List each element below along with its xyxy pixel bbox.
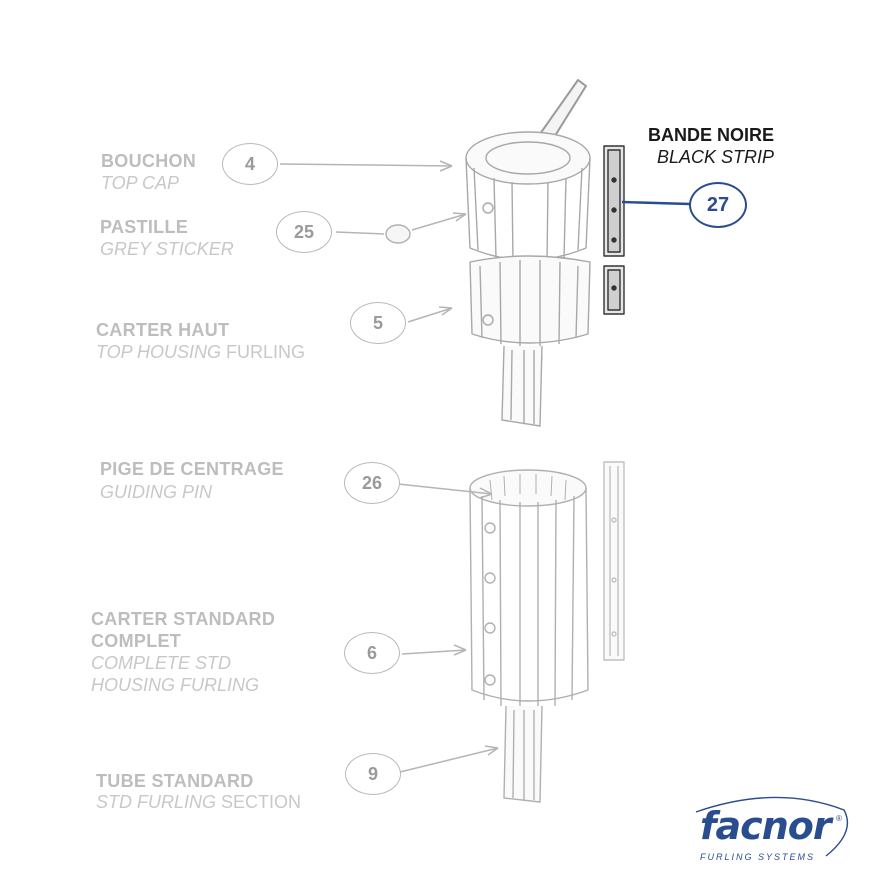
label-fr-pige: PIGE DE CENTRAGE: [100, 459, 284, 479]
label-en-pastille: GREY STICKER: [100, 239, 234, 259]
callout-25: 25: [276, 211, 332, 253]
label-fr-carter-standard-2: COMPLET: [91, 631, 182, 651]
label-en-bouchon: TOP CAP: [101, 173, 180, 193]
label-en-pige: GUIDING PIN: [100, 482, 213, 502]
logo-swoosh-icon: [695, 796, 849, 857]
label-en-black-strip: BLACK STRIP: [657, 147, 775, 167]
label-en-carter-haut: TOP HOUSING FURLING: [96, 342, 306, 362]
label-fr-bande-noire: BANDE NOIRE: [648, 125, 775, 145]
standard-housing-shape: [469, 469, 589, 708]
lower-strip-shape: [603, 461, 625, 661]
leader-lines: [279, 160, 499, 773]
facnor-logo: facnor ® FURLING SYSTEMS: [686, 792, 862, 868]
label-fr-tube-standard: TUBE STANDARD: [96, 771, 254, 791]
logo-registered-mark: ®: [836, 814, 842, 823]
label-en-carter-standard-2: HOUSING FURLING: [91, 675, 260, 695]
callout-6: 6: [344, 632, 400, 674]
logo-wordmark: facnor: [700, 804, 832, 848]
top-housing-shape: [469, 255, 591, 427]
label-en-carter-standard-1: COMPLETE STD: [91, 653, 232, 673]
callout-26: 26: [344, 462, 400, 504]
label-en-tube-standard: STD FURLING SECTION: [96, 792, 302, 812]
logo-tagline: FURLING SYSTEMS: [700, 852, 816, 862]
label-fr-carter-haut: CARTER HAUT: [96, 320, 230, 340]
highlight-leader-line: [621, 200, 691, 206]
label-fr-carter-standard-1: CARTER STANDARD: [91, 609, 276, 629]
grey-sticker-shape: [385, 224, 411, 244]
callout-4: 4: [222, 143, 278, 185]
standard-tube-shape: [503, 705, 543, 803]
callout-27: 27: [689, 182, 747, 228]
callout-5: 5: [350, 302, 406, 344]
label-fr-pastille: PASTILLE: [100, 217, 189, 237]
label-fr-bouchon: BOUCHON: [101, 151, 197, 171]
top-cap-shape: [465, 131, 591, 263]
callout-9: 9: [345, 753, 401, 795]
black-strip-shape: [603, 145, 625, 315]
